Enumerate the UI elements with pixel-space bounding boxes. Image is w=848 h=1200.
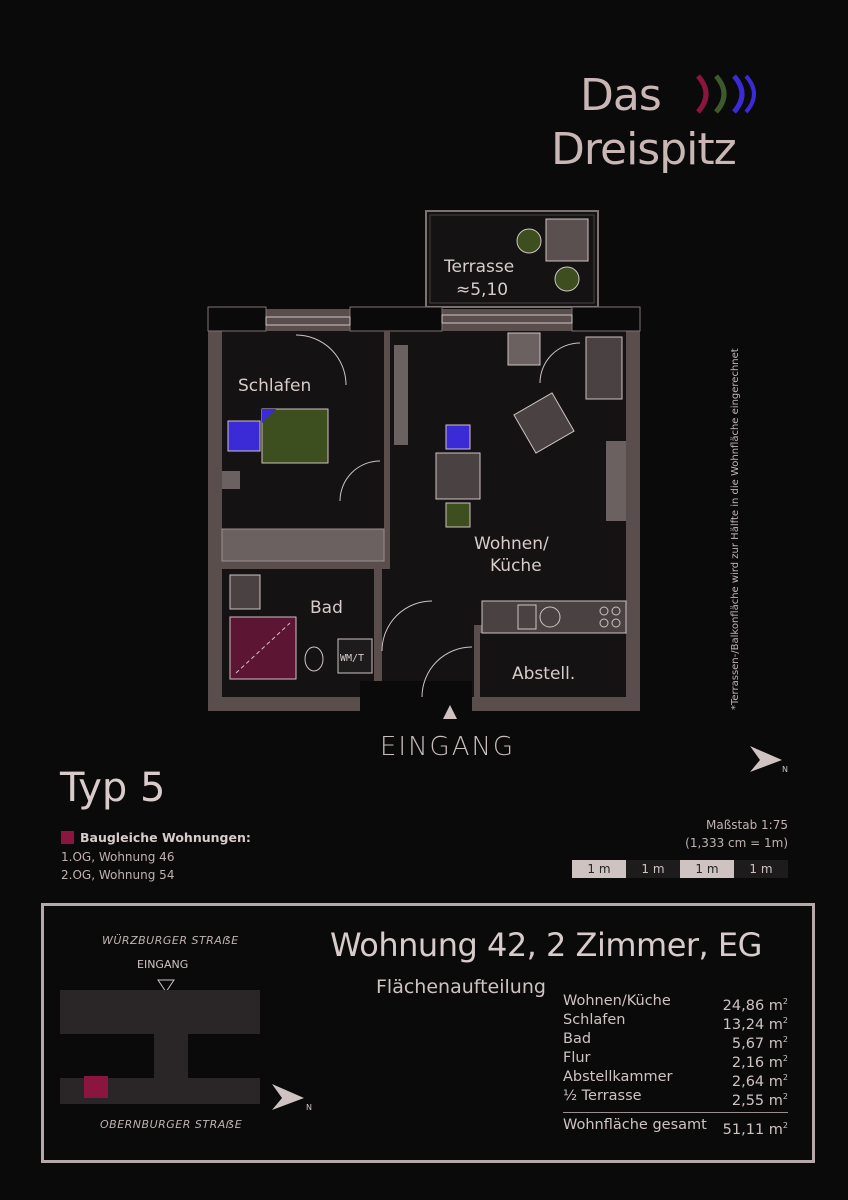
bed-icon — [261, 408, 329, 464]
area-value: 24,86 m — [722, 997, 783, 1014]
area-value: 5,67 m — [731, 1035, 783, 1052]
legend-title: Baugleiche Wohnungen: — [80, 830, 251, 845]
plant-icon — [554, 266, 580, 292]
area-name: Abstellkammer — [563, 1069, 673, 1085]
terrace-chair-icon — [545, 218, 589, 262]
site-plan: N — [60, 979, 312, 1112]
apartment-info-box — [41, 903, 815, 1163]
area-value: 2,16 m — [731, 1054, 783, 1071]
apartment-marker — [84, 1076, 108, 1098]
scale-segment: 1 m — [626, 860, 680, 878]
scale-segment: 1 m — [680, 860, 734, 878]
svg-text:N: N — [306, 1103, 312, 1112]
chair-icon — [445, 424, 471, 450]
label-bedroom: Schlafen — [238, 376, 311, 396]
street-bottom: OBERNBURGER STRAẞE — [100, 1118, 243, 1131]
area-total-name: Wohnfläche gesamt — [563, 1117, 707, 1133]
scale-segment: 1 m — [572, 860, 626, 878]
site-north-arrow-icon — [272, 1084, 304, 1110]
label-bath: Bad — [310, 598, 343, 618]
wardrobe-icon — [221, 528, 385, 562]
label-storage: Abstell. — [512, 664, 575, 684]
areas-heading: Flächenaufteilung — [376, 976, 546, 998]
sink-icon — [229, 574, 261, 610]
area-total-value: 51,11 m — [722, 1121, 783, 1138]
dining-table-icon — [435, 452, 481, 500]
area-name: Schlafen — [563, 1012, 626, 1028]
label-terrace: Terrasse — [443, 257, 514, 277]
area-name: Bad — [563, 1031, 592, 1047]
logo-text-das: Das — [580, 70, 662, 121]
area-name: Wohnen/Küche — [563, 993, 671, 1009]
area-value: 13,24 m — [722, 1016, 783, 1033]
area-row: ½ Terrasse 2,55 m2 — [563, 1088, 788, 1109]
area-value: 2,55 m — [731, 1092, 783, 1109]
logo-text-dreispitz: Dreispitz — [551, 124, 737, 175]
area-value: 2,64 m — [731, 1073, 783, 1090]
svg-text:N: N — [782, 765, 788, 774]
logo-mark-icon — [696, 74, 756, 114]
scale-label: Maßstab 1:75 (1,333 cm = 1m) — [640, 816, 788, 852]
label-terrace-area: ≈5,10 — [456, 280, 508, 300]
type-title: Typ 5 — [60, 765, 166, 811]
label-kitchen: Küche — [490, 556, 542, 576]
nightstand-icon — [227, 420, 261, 452]
terrace-note: *Terrassen-/Balkonfläche wird zur Hälfte… — [730, 348, 741, 710]
area-row: Flur 2,16 m2 — [563, 1050, 788, 1071]
plant-icon — [516, 228, 542, 254]
scale-conversion: (1,333 cm = 1m) — [685, 836, 788, 850]
area-total-row: Wohnfläche gesamt 51,11 m2 — [563, 1112, 788, 1138]
chair-icon — [445, 502, 471, 528]
legend-item: 2.OG, Wohnung 54 — [61, 868, 175, 882]
armchair-icon — [507, 332, 541, 366]
legend-item: 1.OG, Wohnung 46 — [61, 850, 175, 864]
area-row: Wohnen/Küche 24,86 m2 — [563, 993, 788, 1014]
legend-swatch — [61, 831, 74, 844]
sofa-icon — [585, 336, 623, 400]
site-entrance-label: EINGANG — [137, 958, 189, 971]
area-table: Wohnen/Küche 24,86 m2 Schlafen 13,24 m2 … — [563, 992, 788, 1138]
shelf-icon — [394, 345, 408, 445]
apartment-title: Wohnung 42, 2 Zimmer, EG — [330, 926, 762, 964]
scale-segment: 1 m — [734, 860, 788, 878]
area-row: Schlafen 13,24 m2 — [563, 1012, 788, 1033]
area-row: Abstellkammer 2,64 m2 — [563, 1069, 788, 1090]
entrance-label: EINGANG — [380, 732, 516, 762]
area-name: ½ Terrasse — [563, 1088, 642, 1104]
scale-bar: 1 m 1 m 1 m 1 m — [572, 860, 788, 878]
label-living: Wohnen/ — [474, 534, 549, 554]
label-washer: WM/T — [340, 653, 364, 664]
street-top: WÜRZBURGER STRAẞE — [102, 934, 239, 947]
entrance-arrow-icon — [443, 705, 457, 719]
north-arrow-icon: N — [750, 746, 788, 774]
kitchen-counter-icon — [481, 600, 627, 634]
area-name: Flur — [563, 1050, 591, 1066]
toilet-icon — [304, 646, 324, 672]
scale-ratio: Maßstab 1:75 — [706, 818, 788, 832]
sideboard-icon — [606, 441, 626, 521]
lounge-chair-icon — [513, 392, 575, 454]
area-row: Bad 5,67 m2 — [563, 1031, 788, 1052]
floor-plan: Schlafen Terrasse ≈5,10 Wohnen/ Küche Ba… — [207, 210, 641, 719]
washer-icon — [337, 638, 373, 674]
